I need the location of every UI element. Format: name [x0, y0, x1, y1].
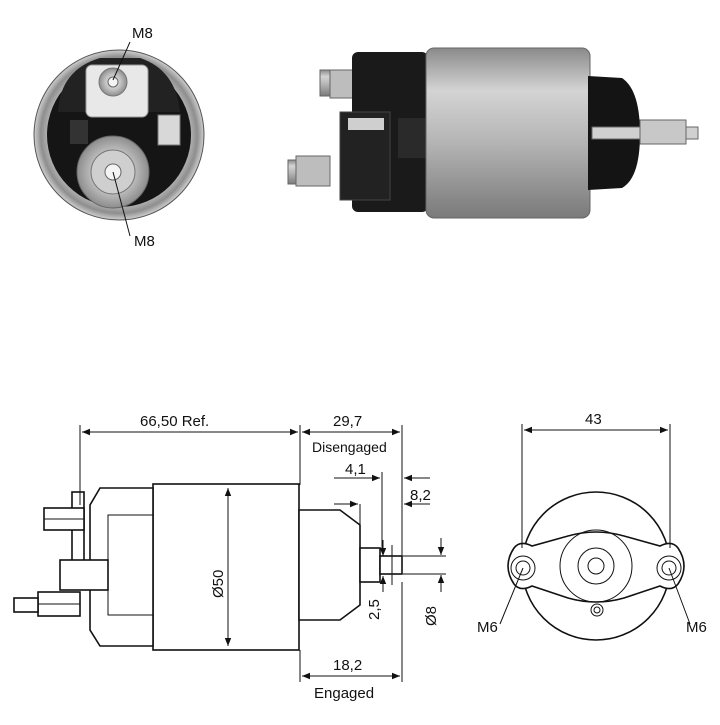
- travel-engaged-dimension: 18,2: [333, 657, 362, 674]
- bottom-terminal-leader: [112, 171, 131, 237]
- top-terminal-label: M8: [132, 25, 153, 42]
- dimension-b: 8,2: [410, 487, 431, 504]
- bottom-terminal-label: M8: [134, 233, 155, 250]
- left-mount-hole-label: M6: [477, 619, 498, 636]
- end-width-dimension: 43: [585, 411, 602, 428]
- dimension-a: 4,1: [345, 461, 366, 478]
- engaged-label: Engaged: [314, 685, 374, 702]
- length-dimension: 66,50 Ref.: [140, 413, 209, 430]
- top-terminal-leader: [112, 41, 131, 81]
- travel-disengaged-dimension: 29,7: [333, 413, 362, 430]
- side-view-drawing: [13, 483, 403, 651]
- body-diameter-dimension: Ø50: [210, 570, 227, 598]
- end-dimension-lines: [499, 424, 691, 625]
- end-view-drawing: [507, 491, 685, 641]
- disengaged-label: Disengaged: [312, 439, 387, 455]
- plunger-small-dimension: 2,5: [366, 599, 383, 620]
- side-photo: [287, 47, 699, 219]
- side-dimension-lines: [79, 425, 446, 682]
- right-mount-hole-label: M6: [686, 619, 707, 636]
- plunger-diameter-dimension: Ø8: [423, 606, 440, 626]
